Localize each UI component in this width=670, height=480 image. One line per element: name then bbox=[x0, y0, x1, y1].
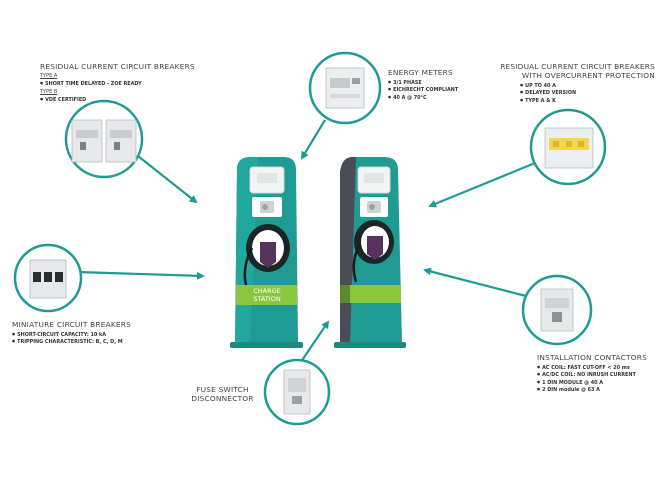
mcb-label: MINIATURE CIRCUIT BREAKERS SHORT-CIRCUIT… bbox=[12, 320, 172, 346]
list-item: TRIPPING CHARACTERISTIC: B, C, D, M bbox=[12, 338, 172, 345]
rcbo-list: UP TO 40 ADELAYED VERSIONTYPE A & K bbox=[520, 82, 610, 104]
list-item: 2 DIN module @ 63 A bbox=[537, 386, 662, 393]
arrow-rccb bbox=[137, 155, 198, 204]
list-item: DELAYED VERSION bbox=[520, 89, 610, 96]
rccb-device-icon bbox=[71, 119, 137, 163]
rccb-type-b: TYPE B bbox=[40, 89, 58, 96]
fuse-label: FUSE SWITCH DISCONNECTOR bbox=[185, 385, 260, 403]
rccb-type-a: TYPE A bbox=[40, 73, 58, 79]
band-line2: STATION bbox=[253, 295, 281, 303]
fuse-title-line2: DISCONNECTOR bbox=[191, 394, 254, 403]
charge-station-left bbox=[230, 157, 303, 348]
list-item: EICHRECHT COMPLIANT bbox=[388, 86, 478, 93]
rcbo-label: RESIDUAL CURRENT CIRCUIT BREAKERS WITH O… bbox=[500, 62, 655, 80]
rccb-title: RESIDUAL CURRENT CIRCUIT BREAKERS bbox=[40, 62, 195, 71]
list-item: SHORT TIME DELAYED - ZOE READY bbox=[40, 80, 200, 87]
contactor-title: INSTALLATION CONTACTORS bbox=[537, 353, 647, 362]
contactor-device-icon bbox=[540, 288, 574, 332]
energy-meter-list: 3/1 PHASEEICHRECHT COMPLIANT40 A @ 70°C bbox=[388, 79, 478, 101]
arrow-contactor bbox=[423, 267, 527, 298]
energy-meter-title: ENERGY METERS bbox=[388, 68, 453, 77]
rccb-type-b-list: VDE CERTIFIED bbox=[40, 96, 200, 103]
rcbo-title-line2: WITH OVERCURRENT PROTECTION bbox=[521, 71, 655, 80]
rcbo-circle bbox=[529, 108, 607, 186]
list-item: AC COIL: FAST CUT-OFF < 20 ms bbox=[537, 364, 662, 371]
list-item: VDE CERTIFIED bbox=[40, 96, 200, 103]
rccb-circle bbox=[64, 99, 144, 179]
arrow-mcb bbox=[77, 270, 205, 280]
list-item: 3/1 PHASE bbox=[388, 79, 478, 86]
mcb-circle bbox=[13, 243, 83, 313]
arrow-rcbo bbox=[428, 161, 536, 208]
contactor-circle bbox=[521, 274, 593, 346]
energy-meter-label: ENERGY METERS 3/1 PHASEEICHRECHT COMPLIA… bbox=[388, 68, 478, 101]
rcbo-device-icon bbox=[544, 127, 594, 169]
rccb-label: RESIDUAL CURRENT CIRCUIT BREAKERS TYPE A… bbox=[40, 62, 200, 104]
rccb-type-a-list: SHORT TIME DELAYED - ZOE READY bbox=[40, 80, 200, 87]
list-item: TYPE A & K bbox=[520, 97, 610, 104]
list-item: 40 A @ 70°C bbox=[388, 94, 478, 101]
list-item: 1 DIN MODULE @ 40 A bbox=[537, 379, 662, 386]
list-item: SHORT-CIRCUIT CAPACITY: 10 kA bbox=[12, 331, 172, 338]
mcb-title: MINIATURE CIRCUIT BREAKERS bbox=[12, 320, 132, 329]
fuse-switch-icon bbox=[283, 369, 311, 415]
contactor-label: INSTALLATION CONTACTORS AC COIL: FAST CU… bbox=[537, 353, 662, 394]
list-item: AC/DC COIL: NO INRUSH CURRENT bbox=[537, 371, 662, 378]
fuse-title-line1: FUSE SWITCH bbox=[196, 385, 249, 394]
mcb-list: SHORT-CIRCUIT CAPACITY: 10 kATRIPPING CH… bbox=[12, 331, 172, 346]
contactor-list: AC COIL: FAST CUT-OFF < 20 msAC/DC COIL:… bbox=[537, 364, 662, 394]
rcbo-list-wrap: UP TO 40 ADELAYED VERSIONTYPE A & K bbox=[520, 82, 610, 104]
arrow-energy-meter bbox=[300, 119, 326, 160]
rcbo-title-line1: RESIDUAL CURRENT CIRCUIT BREAKERS bbox=[500, 62, 655, 71]
energy-meter-icon bbox=[325, 67, 365, 109]
fuse-circle bbox=[263, 358, 331, 426]
charge-station-right bbox=[334, 157, 406, 348]
mcb-device-icon bbox=[29, 259, 67, 299]
station-band bbox=[236, 285, 297, 305]
band-line1: CHARGE bbox=[253, 287, 281, 295]
energy-meter-circle bbox=[308, 51, 382, 125]
list-item: UP TO 40 A bbox=[520, 82, 610, 89]
